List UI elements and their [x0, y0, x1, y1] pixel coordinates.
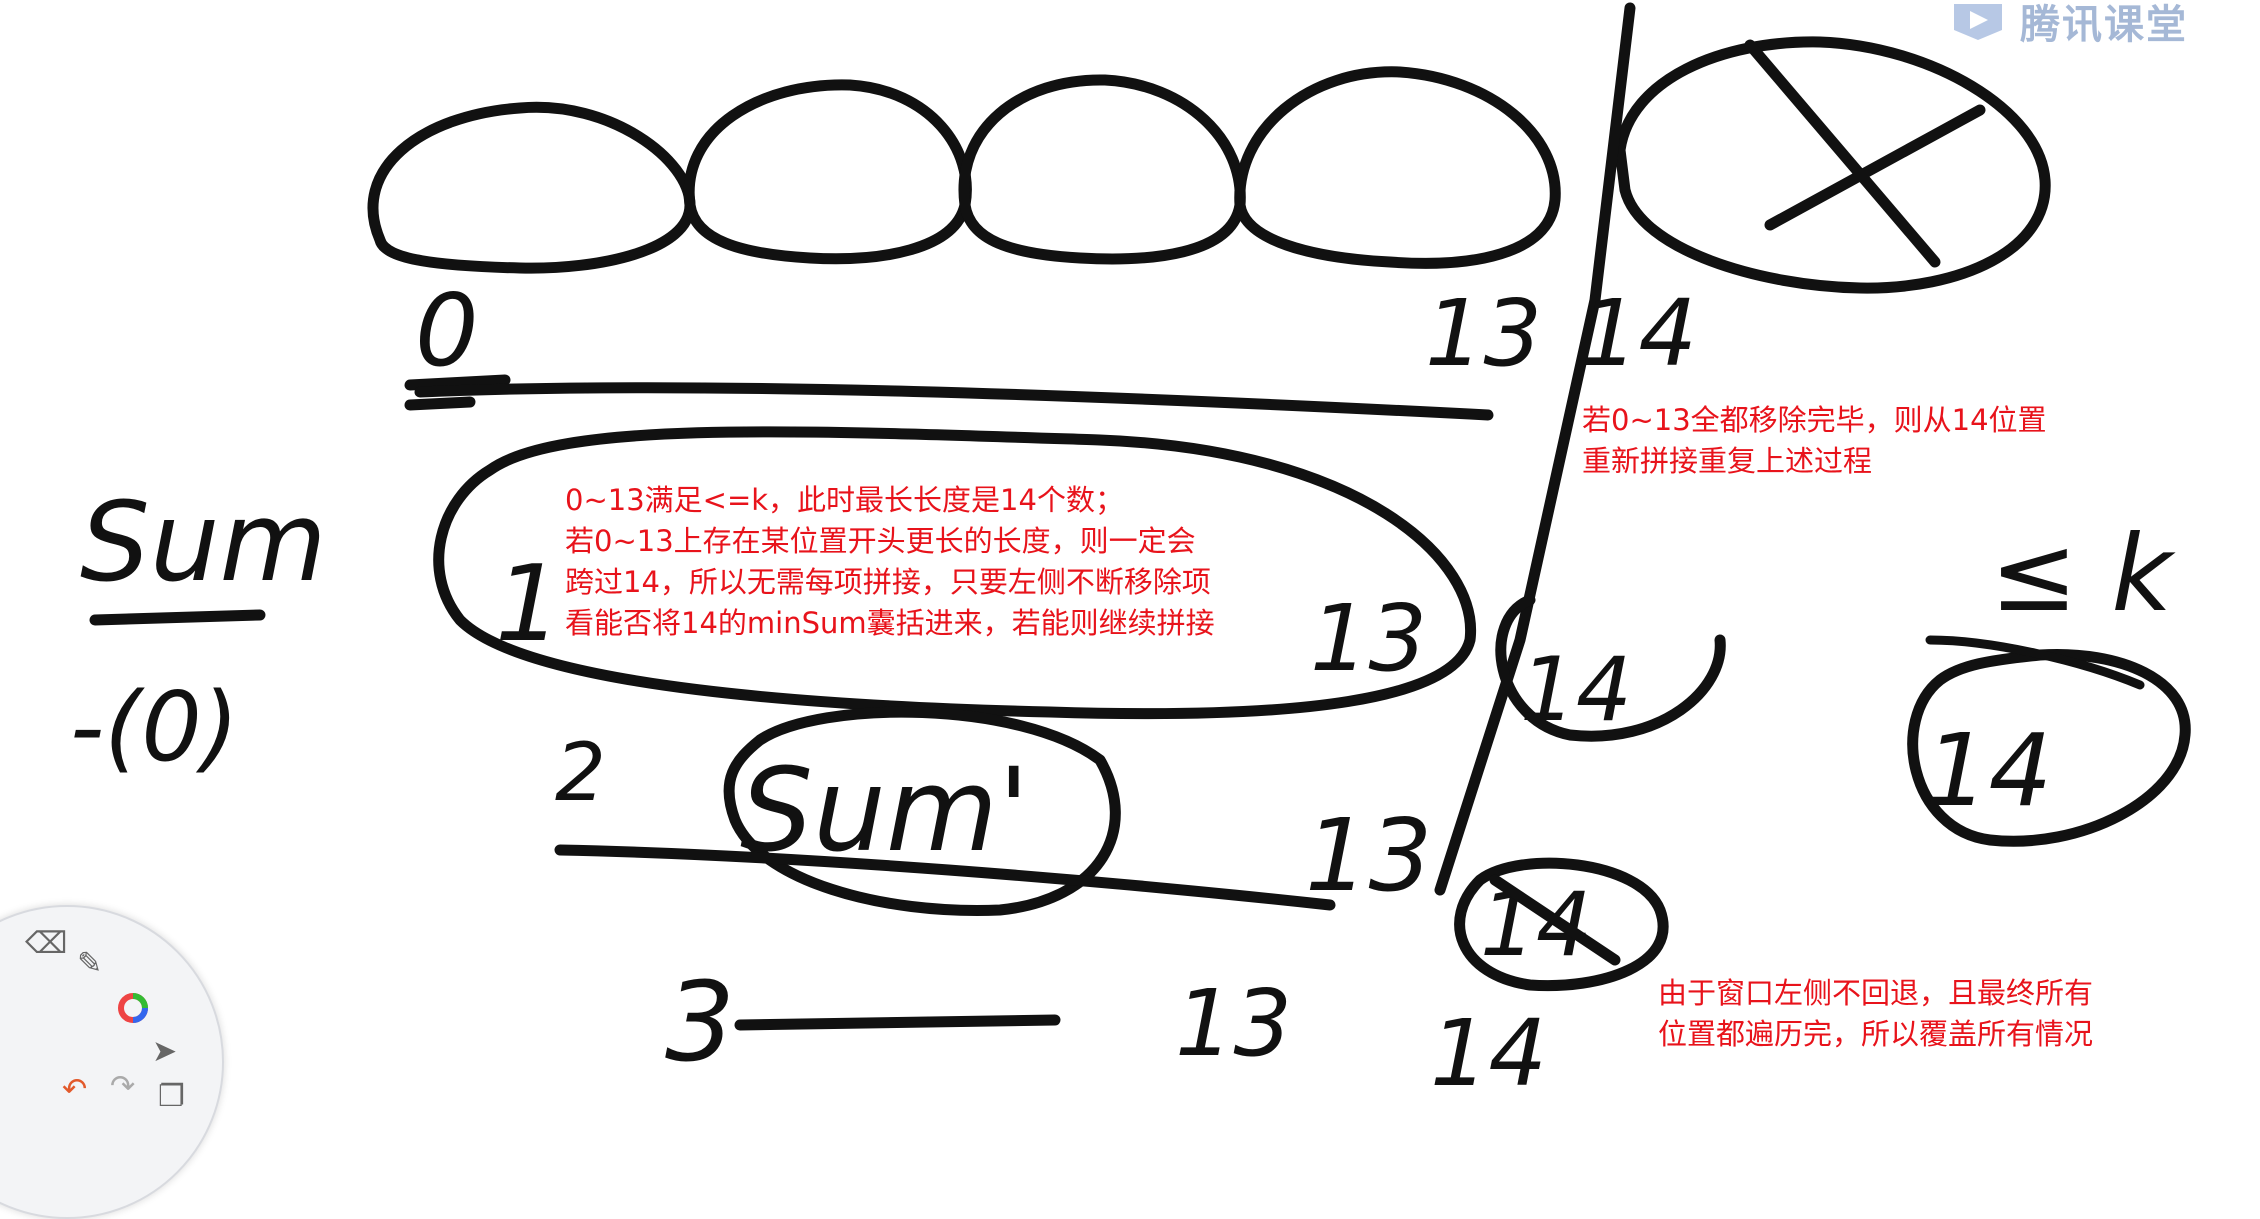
- sum-prime-circle: [723, 706, 1121, 916]
- underline-row1: [414, 382, 1494, 421]
- divider-line: [1434, 2, 1636, 896]
- hw-minus-sum0: -(0): [70, 673, 239, 783]
- pointer-icon[interactable]: ➤: [152, 1034, 178, 1069]
- hw-label-13-row4: 13: [1175, 970, 1292, 1077]
- oval-window: [433, 426, 1477, 720]
- annotation-top-right: 若0~13全都移除完毕，则从14位置 重新拼接重复上述过程: [1582, 403, 2047, 478]
- copy-icon[interactable]: ❐: [158, 1079, 185, 1114]
- undo-icon[interactable]: ↶: [62, 1072, 88, 1107]
- hw-label-14-row4: 14: [1430, 1000, 1547, 1098]
- hw-label-0: 0: [415, 272, 479, 389]
- play-icon: [1954, 4, 2002, 40]
- hw-label-13-oval: 13: [1310, 585, 1427, 692]
- circle-14: [1495, 594, 1726, 742]
- brush-icon[interactable]: ✎: [77, 946, 103, 981]
- hw-label-13-row1: 13: [1425, 280, 1542, 387]
- underline-row3: [554, 844, 1336, 911]
- watermark-text: 腾讯课堂: [2020, 2, 2188, 48]
- eraser-icon[interactable]: ⌫: [25, 926, 68, 961]
- hw-sum: Sum: [80, 478, 327, 606]
- hw-label-14-circle: 14: [1520, 638, 1632, 741]
- hw-label-14-crossed: 14: [1480, 873, 1592, 976]
- whiteboard-canvas[interactable]: 0 13 14 1 13 Sum -(0) 14 2 Sum' 13 14 3 …: [0, 0, 2260, 1098]
- hw-label-3: 3: [665, 958, 735, 1086]
- hw-label-2: 2: [555, 726, 606, 819]
- tencent-classroom-watermark: 腾讯课堂: [1948, 0, 2188, 48]
- color-wheel-icon[interactable]: [117, 992, 149, 1030]
- redo-icon[interactable]: ↷: [110, 1069, 136, 1104]
- annotation-center: 0~13满足<=k，此时最长长度是14个数； 若0~13上存在某位置开头更长的长…: [565, 483, 1215, 640]
- hw-le-k: ≤ k: [1990, 513, 2176, 635]
- hw-label-1: 1: [495, 543, 562, 665]
- bubble-row: [367, 36, 2051, 294]
- hw-label-14-row1: 14: [1580, 280, 1697, 387]
- annotation-bottom-right: 由于窗口左侧不回退，且最终所有 位置都遍历完，所以覆盖所有情况: [1658, 976, 2094, 1051]
- circle-14-crossed: [1454, 857, 1669, 992]
- hw-label-13-row3: 13: [1305, 797, 1432, 914]
- hw-label-14-right: 14: [1925, 712, 2052, 829]
